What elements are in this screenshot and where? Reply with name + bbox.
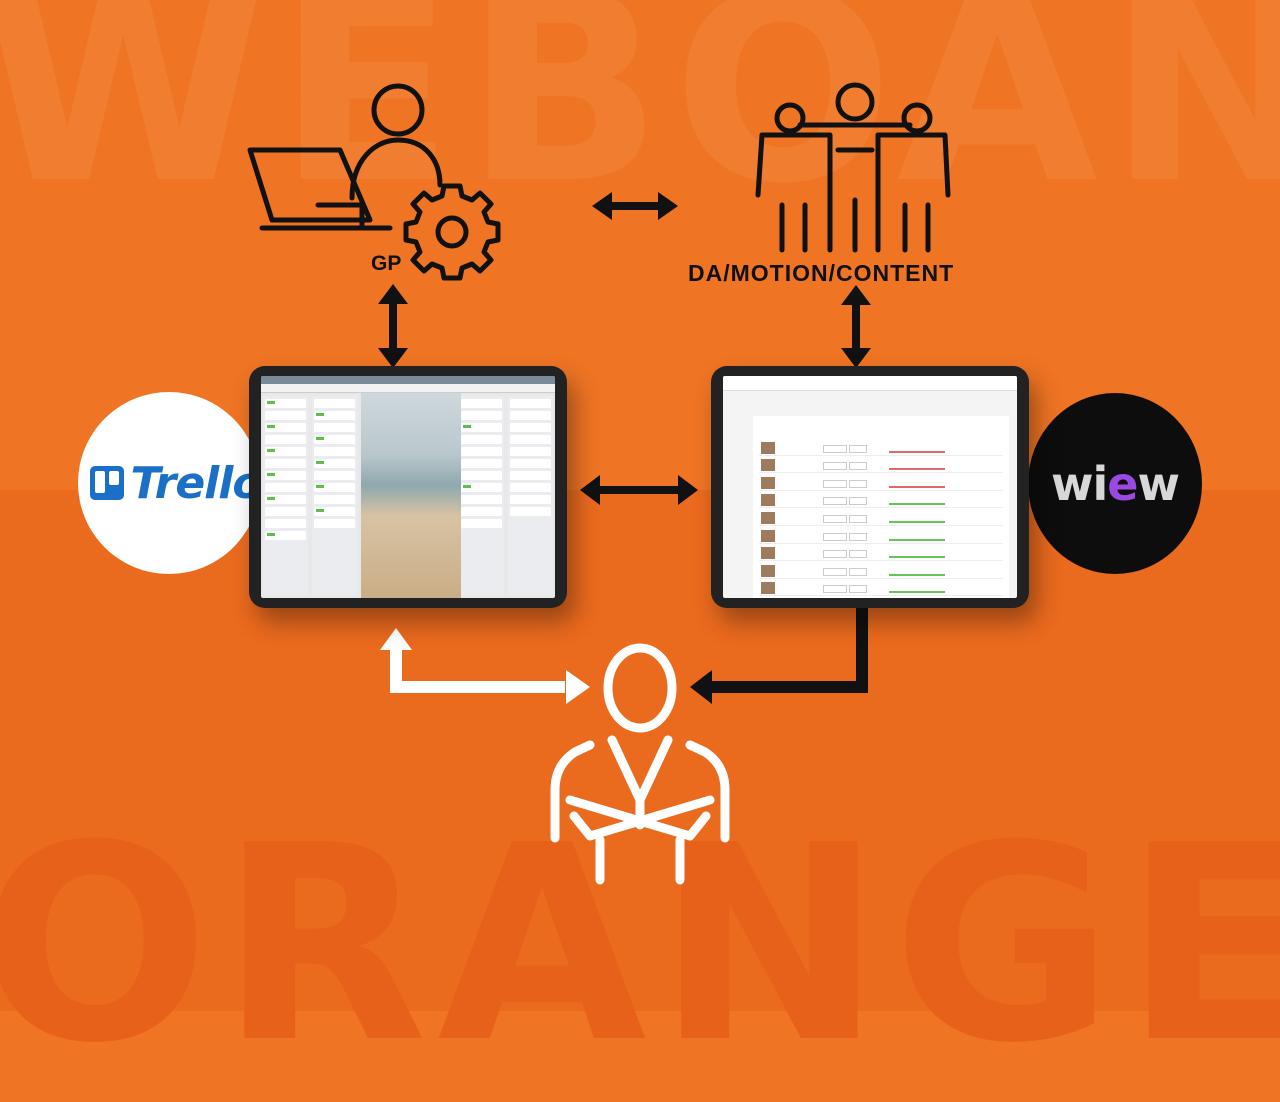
wiew-logo: wiew (1028, 393, 1202, 574)
wiew-review-screenshot (723, 376, 1017, 598)
wiew-review-tablet (711, 366, 1029, 608)
trello-wordmark: Trello (130, 457, 262, 509)
background-band (0, 490, 1280, 1011)
diagram-graphics (247, 82, 951, 885)
da-motion-content-label: DA/MOTION/CONTENT (688, 260, 955, 286)
wiew-wordmark: wiew (1051, 456, 1180, 511)
team-group-icon (755, 82, 951, 253)
trello-board-icon (90, 466, 125, 500)
arrows (378, 192, 871, 704)
board-background-photo (361, 393, 461, 598)
trello-board-screenshot (261, 376, 555, 598)
gp-label: GP (371, 252, 402, 275)
client-person-arms-crossed-icon (550, 643, 730, 885)
background-word-top: WEBOAN (0, 0, 1280, 241)
person-laptop-gear-icon (247, 83, 501, 281)
trello-logo: Trello (78, 392, 263, 574)
trello-board-tablet (249, 366, 567, 608)
white-arrow (380, 628, 590, 704)
